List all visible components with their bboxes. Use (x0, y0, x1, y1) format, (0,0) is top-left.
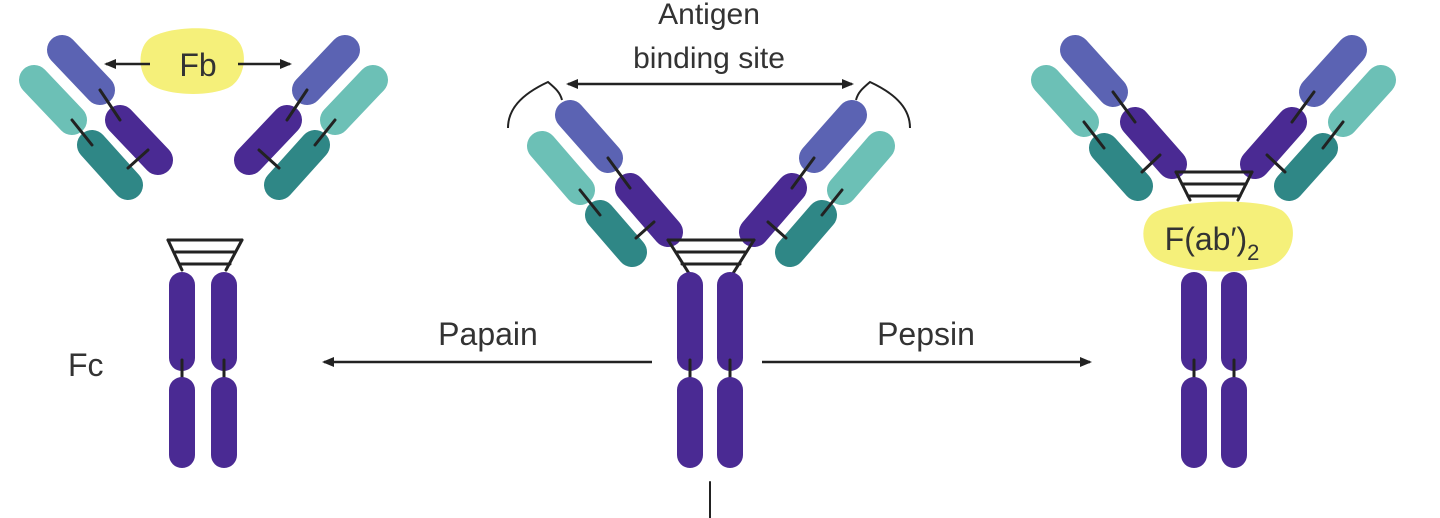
fc-remnant-pepsin (1181, 272, 1247, 468)
fab2-highlight (1143, 201, 1293, 272)
fb-label: Fb (179, 47, 216, 83)
pepsin-label: Pepsin (877, 316, 975, 352)
fb-highlight (140, 28, 244, 94)
intact-antibody (527, 100, 895, 518)
fab-fragment-right (234, 35, 388, 200)
antigen-bracket-right (855, 80, 911, 129)
fc-fragment (166, 238, 244, 468)
antigen-label-line2: binding site (633, 42, 785, 75)
fc-label: Fc (68, 347, 104, 383)
fab-fragment-left (19, 35, 173, 200)
fab2-fragment (1031, 35, 1396, 202)
papain-label: Papain (438, 316, 538, 352)
antigen-label-line1: Antigen (658, 0, 760, 31)
antigen-bracket-left (507, 80, 563, 129)
fab2-label: F(ab′)2 (1165, 221, 1260, 265)
